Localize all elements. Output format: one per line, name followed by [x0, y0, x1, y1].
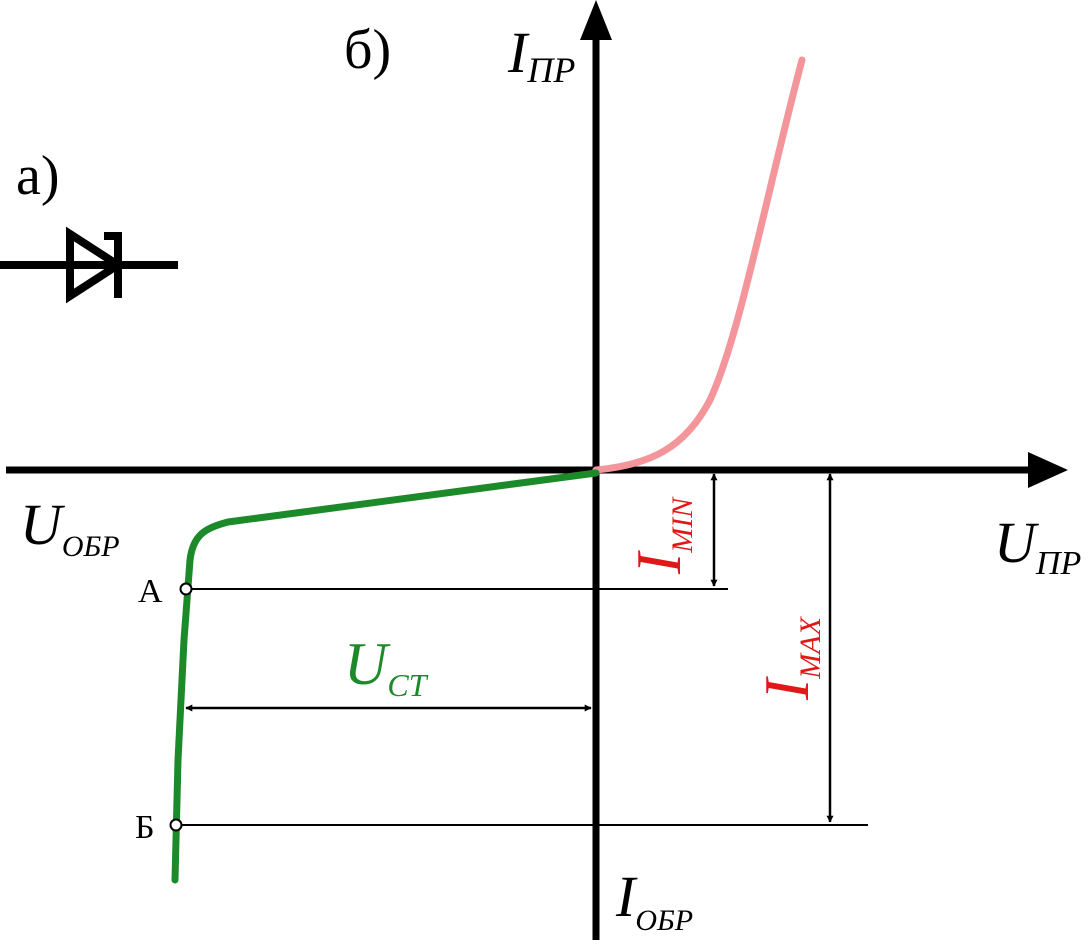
voltage-axis-arrow: [1028, 452, 1068, 488]
reverse-characteristic-curve: [171, 469, 600, 884]
point-b-label: Б: [135, 809, 155, 846]
reverse-voltage-label: UОБР: [20, 492, 120, 563]
current-axis-arrow: [580, 0, 612, 40]
coordinate-axes: [6, 0, 1068, 940]
part-a-label: а): [16, 145, 60, 207]
max-current-label: IMAX: [751, 615, 827, 701]
point-b-marker: [169, 818, 183, 832]
point-a-label: А: [138, 573, 163, 610]
part-b-label: б): [344, 19, 391, 81]
forward-voltage-label: UПР: [994, 510, 1081, 582]
stabilization-voltage-label: UСТ: [344, 631, 429, 703]
reverse-current-label: IОБР: [615, 864, 693, 937]
min-current-label: IMIN: [623, 496, 699, 575]
forward-characteristic-curve: [592, 56, 806, 474]
point-a-marker: [179, 582, 193, 596]
forward-current-label: IПР: [507, 20, 575, 90]
zener-diode-icon: [0, 226, 178, 304]
